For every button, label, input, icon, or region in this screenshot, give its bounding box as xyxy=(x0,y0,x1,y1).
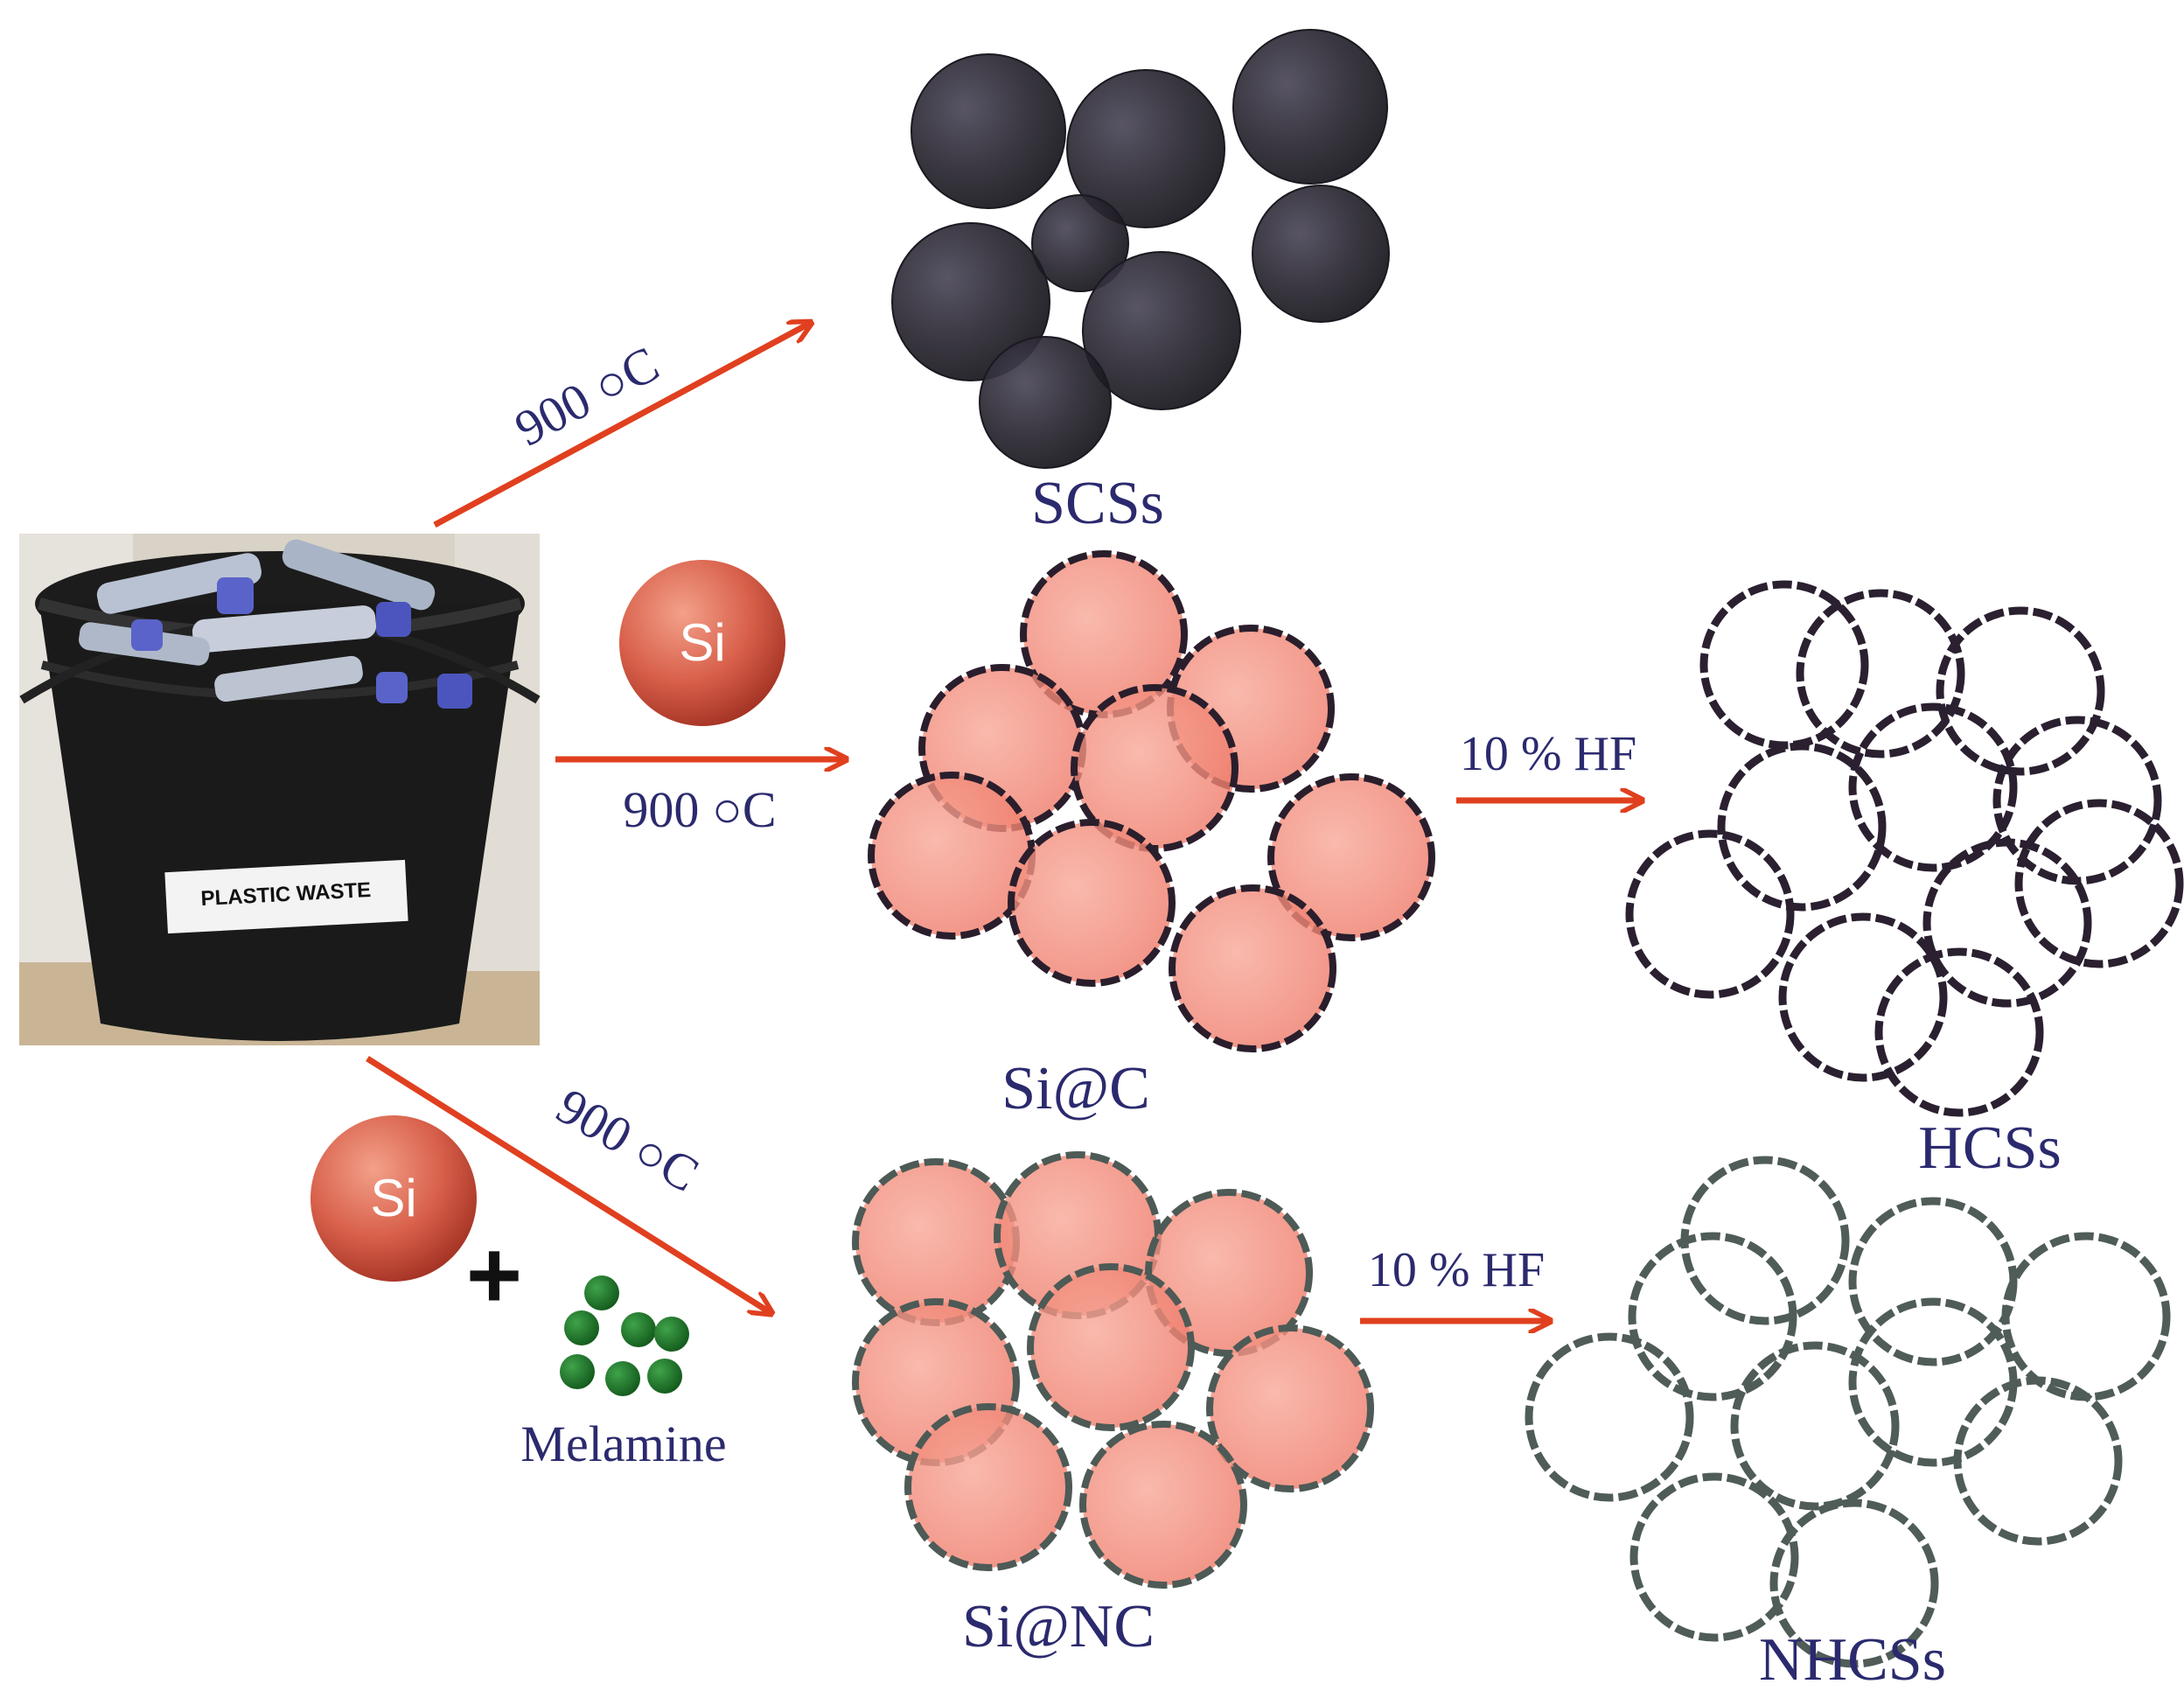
label-hf-mid: 10 % HF xyxy=(1460,727,1636,781)
hollow-sphere-ring xyxy=(1625,829,1795,999)
n-hollow-sphere-ring xyxy=(1769,1499,1939,1668)
si-sphere-bottom: Si xyxy=(311,1115,477,1282)
hollow-sphere-ring xyxy=(1936,606,2105,776)
melamine-molecules xyxy=(560,1275,689,1396)
plastic-tubes xyxy=(79,539,472,709)
n-hollow-sphere-ring xyxy=(1848,1197,2018,1366)
hollow-sphere-ring xyxy=(1796,589,1965,758)
si-at-nc-sphere xyxy=(904,1403,1072,1571)
solid-sphere xyxy=(1232,29,1388,185)
arrow-to-scss xyxy=(433,324,809,528)
hollow-sphere-ring xyxy=(1874,947,2044,1117)
label-sinc: Si@NC xyxy=(962,1593,1155,1660)
n-hollow-sphere-ring xyxy=(2001,1232,2171,1401)
label-sic: Si@C xyxy=(1001,1055,1150,1122)
label-hf-bottom: 10 % HF xyxy=(1368,1243,1545,1297)
si-at-c-spheres xyxy=(868,550,1435,1052)
si-at-nc-spheres xyxy=(852,1151,1374,1589)
label-scss: SCSs xyxy=(1031,470,1164,537)
hollow-sphere-ring xyxy=(1992,716,2162,885)
n-hollow-sphere-ring xyxy=(1680,1156,1850,1325)
melamine-dot xyxy=(654,1317,689,1352)
melamine-dot xyxy=(647,1359,682,1394)
n-hollow-sphere-ring xyxy=(1629,1472,1799,1642)
n-hollow-sphere-ring xyxy=(1730,1341,1900,1511)
n-hollow-sphere-ring xyxy=(1953,1376,2123,1546)
si-at-c-sphere xyxy=(868,772,1036,940)
hollow-sphere-ring xyxy=(1699,580,1869,750)
n-hollow-sphere-ring xyxy=(1628,1232,1797,1401)
solid-carbon-spheres xyxy=(891,29,1390,469)
melamine-dot xyxy=(564,1310,599,1345)
plastic-waste-bucket-photo: PLASTIC WASTE xyxy=(19,534,541,1045)
solid-sphere xyxy=(891,222,1050,381)
melamine-dot xyxy=(584,1275,619,1310)
si-at-c-sphere xyxy=(1169,884,1336,1052)
arrow-to-sinc xyxy=(366,1056,770,1312)
hollow-sphere-ring xyxy=(1717,742,1887,912)
si-label-bottom: Si xyxy=(370,1169,416,1227)
label-melamine: Melamine xyxy=(520,1415,726,1472)
solid-sphere xyxy=(911,53,1066,209)
si-at-nc-sphere xyxy=(1206,1324,1374,1492)
solid-sphere xyxy=(1082,251,1241,410)
hollow-sphere-ring xyxy=(1848,702,2018,872)
plus-sign: + xyxy=(466,1221,522,1329)
n-doped-hollow-carbon-spheres xyxy=(1525,1156,2171,1668)
melamine-dot xyxy=(605,1361,640,1396)
si-at-c-sphere xyxy=(1008,819,1176,987)
label-nhcss: NHCSs xyxy=(1759,1626,1946,1694)
si-sphere-mid: Si xyxy=(619,560,785,726)
label-hcss: HCSs xyxy=(1918,1115,2061,1182)
solid-sphere xyxy=(1066,69,1225,228)
n-hollow-sphere-ring xyxy=(1848,1297,2018,1467)
solid-sphere xyxy=(979,336,1112,469)
si-at-nc-sphere xyxy=(1079,1421,1247,1589)
melamine-dot xyxy=(621,1312,656,1347)
si-at-nc-sphere xyxy=(1027,1263,1195,1431)
si-label-mid: Si xyxy=(679,613,725,672)
bucket-label-sticker: PLASTIC WASTE xyxy=(164,859,408,934)
hollow-sphere-ring xyxy=(1778,912,1948,1082)
solid-sphere xyxy=(1252,185,1390,323)
hollow-sphere-ring xyxy=(1922,838,2092,1008)
hollow-sphere-ring xyxy=(2014,799,2184,968)
si-at-c-sphere xyxy=(1267,773,1435,941)
label-temp-mid: 900 ○C xyxy=(623,781,776,838)
label-temp-top: 900 ○C xyxy=(506,335,667,458)
melamine-dot xyxy=(560,1354,595,1389)
n-hollow-sphere-ring xyxy=(1525,1332,1694,1502)
solid-sphere xyxy=(1031,194,1129,292)
hollow-carbon-spheres xyxy=(1625,580,2184,1117)
